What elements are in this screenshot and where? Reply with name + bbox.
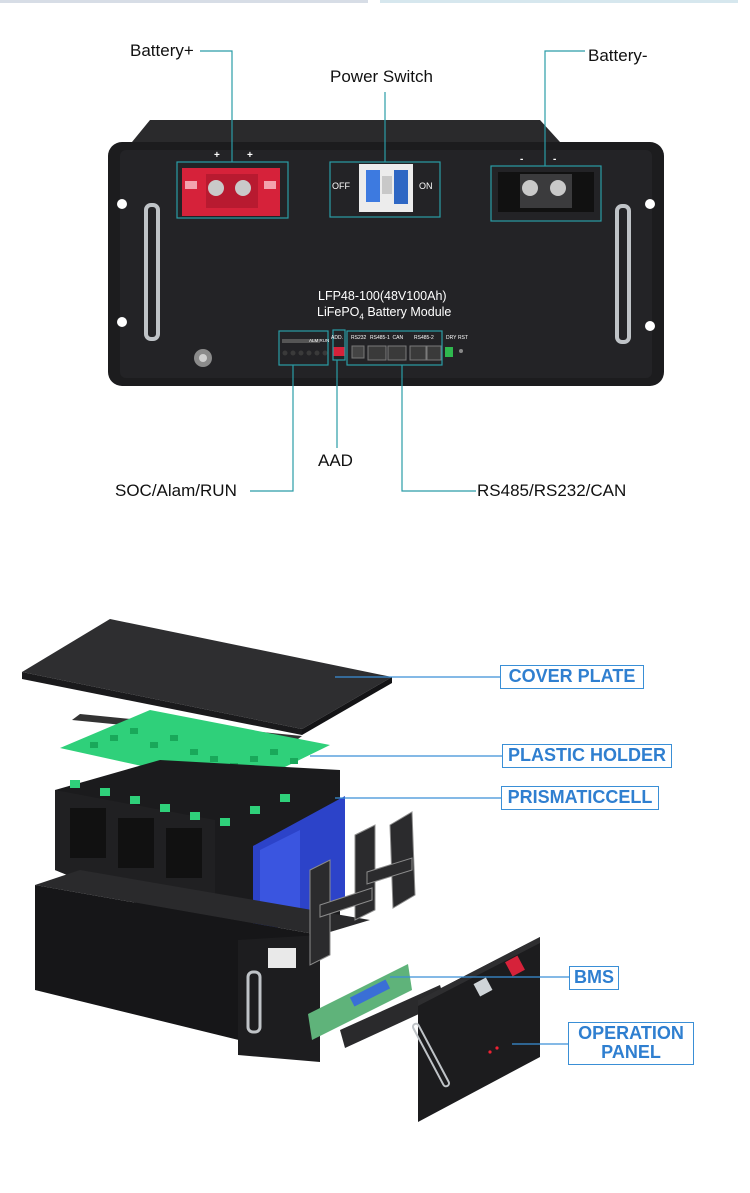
battery-neg-label: Battery- [588, 46, 648, 65]
top-leader-lines [200, 50, 585, 492]
bms-tag: BMS [569, 966, 619, 990]
tab-indicator-left [0, 0, 368, 3]
operation-panel [411, 937, 540, 1122]
tab-indicator-right [380, 0, 738, 3]
battery-front-panel [108, 120, 664, 386]
port-label-rs485-2: RS485-2 [414, 335, 434, 341]
reset-button [459, 349, 463, 353]
panel-module-sub: 4 [359, 312, 364, 322]
address-dip-switch [333, 347, 345, 356]
port-label-rs485-can: RS485-1 CAN [370, 335, 404, 341]
comm-ports-label: RS485/RS232/CAN [477, 481, 627, 500]
right-handle [615, 204, 631, 344]
negative-terminal [498, 172, 594, 212]
cover-plate-tag: COVER PLATE [500, 665, 644, 689]
terminal-minus-1: - [520, 154, 524, 165]
switch-off-label: OFF [332, 181, 350, 191]
terminal-minus-2: - [553, 154, 557, 165]
cover-plate [22, 619, 392, 735]
port-label-add: ADD. [331, 335, 343, 341]
port-label-rs232: RS232 [351, 335, 367, 341]
prismatic-cell-tag: PRISMATICCELL [501, 786, 659, 810]
positive-terminal [182, 168, 280, 216]
led-box [278, 330, 329, 366]
top-tab-strip [0, 0, 750, 3]
bus-brackets [309, 811, 416, 966]
status-leds [282, 339, 328, 356]
mount-hole [645, 199, 655, 209]
communication-ports [351, 345, 442, 361]
port-label-rst: RST [458, 335, 468, 341]
mount-hole [117, 317, 127, 327]
mount-hole [645, 321, 655, 331]
battery-neg-box [490, 165, 602, 222]
ports-box [346, 330, 443, 366]
dry-contact-terminal [445, 347, 453, 357]
battery-case [35, 870, 370, 1062]
switch-on-label: ON [419, 181, 433, 191]
power-switch-breaker [359, 164, 413, 212]
panel-module-text: LiFePO4 Battery Module [317, 305, 451, 322]
aad-label: AAD [318, 451, 353, 470]
exploded-view [22, 619, 540, 1122]
add-box [332, 329, 346, 361]
battery-pos-label: Battery+ [130, 41, 194, 60]
operation-panel-tag-line2: PANEL [601, 1042, 661, 1062]
panel-module-prefix: LiFePO [317, 305, 360, 319]
left-handle [144, 203, 160, 341]
operation-panel-tag: OPERATION PANEL [568, 1022, 694, 1065]
plastic-holder-tag: PLASTIC HOLDER [502, 744, 672, 768]
exploded-leader-lines [310, 676, 569, 1045]
terminal-plus-2: + [247, 150, 253, 161]
power-switch-label: Power Switch [330, 67, 433, 86]
panel-module-suffix: Battery Module [363, 305, 452, 319]
led-label: ALM RUN [309, 338, 330, 343]
terminal-plus-1: + [214, 150, 220, 161]
operation-panel-tag-line1: OPERATION [578, 1023, 684, 1043]
soc-alarm-run-label: SOC/Alam/RUN [115, 481, 237, 500]
panel-model-text: LFP48-100(48V100Ah) [318, 289, 447, 303]
mount-hole [117, 199, 127, 209]
port-label-dry: DRY [446, 335, 457, 341]
